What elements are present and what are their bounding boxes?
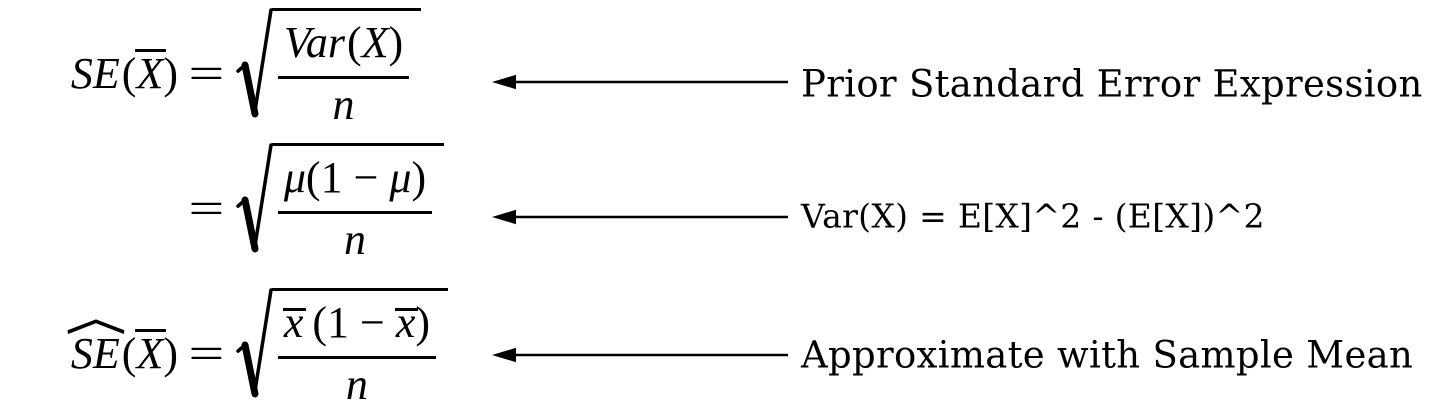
open-paren: (	[305, 152, 321, 202]
se-hat-wrap: SE	[67, 319, 125, 379]
square-root: x ( 1 − x ) n	[235, 288, 449, 411]
equation-row-variance-substitution: = μ ( 1 − μ )	[0, 140, 445, 268]
equals-sign: =	[188, 183, 225, 233]
mu-variable: μ	[389, 152, 412, 202]
n-variable: n	[343, 214, 366, 264]
open-paren: (	[121, 329, 137, 378]
lhs-se-hat-xbar: SE ( X )	[0, 319, 178, 379]
fraction: Var ( X ) n	[277, 18, 410, 131]
close-paren: )	[415, 298, 431, 348]
radicand: Var ( X ) n	[271, 7, 422, 131]
open-paren: (	[312, 298, 328, 348]
n-variable: n	[332, 79, 355, 129]
minus-sign: −	[360, 298, 385, 348]
numerator-var-x: Var ( X )	[278, 18, 409, 76]
x-variable: X	[136, 329, 164, 378]
x-bar: X	[135, 48, 167, 99]
denominator-n: n	[277, 210, 433, 266]
left-arrow-icon	[490, 208, 790, 226]
x-bar-lowercase: x	[282, 298, 306, 349]
square-root: Var ( X ) n	[235, 7, 422, 131]
x-bar: X	[135, 328, 167, 379]
lhs-se-xbar: SE ( X )	[0, 48, 178, 99]
equals-sign: =	[188, 48, 225, 98]
radicand: x ( 1 − x ) n	[271, 288, 449, 411]
radical-sign-icon	[235, 8, 273, 130]
close-paren: )	[411, 152, 427, 202]
close-paren: )	[388, 17, 404, 67]
x-bar-lowercase: x	[394, 298, 418, 349]
se-function-label: SE	[70, 48, 120, 98]
annotation-sample-mean: Approximate with Sample Mean	[801, 333, 1414, 377]
n-variable: n	[345, 360, 368, 409]
open-paren: (	[121, 48, 137, 98]
numerator-mu-one-minus-mu: μ ( 1 − μ )	[278, 153, 432, 211]
denominator-n: n	[277, 356, 437, 411]
radical-sign-icon	[235, 288, 273, 410]
se-function-label: SE	[70, 329, 120, 378]
radicand: μ ( 1 − μ ) n	[271, 142, 445, 266]
x-variable: X	[136, 48, 164, 98]
close-paren: )	[163, 48, 178, 98]
left-arrow-icon	[490, 73, 790, 91]
minus-sign: −	[353, 152, 379, 202]
fraction: μ ( 1 − μ ) n	[277, 153, 433, 266]
square-root: μ ( 1 − μ ) n	[235, 142, 445, 266]
fraction: x ( 1 − x ) n	[277, 298, 437, 411]
equation-row-prior-se: SE ( X ) = Var ( X )	[0, 0, 422, 138]
equation-row-sample-estimate: SE ( X ) = x ( 1 −	[0, 282, 449, 417]
open-paren: (	[346, 17, 362, 67]
x-variable: X	[361, 17, 389, 67]
annotation-prior-se: Prior Standard Error Expression	[801, 62, 1423, 106]
hat-accent-icon	[67, 319, 125, 334]
equals-sign: =	[188, 329, 225, 378]
x-variable: x	[283, 298, 304, 348]
numerator-xbar-one-minus-xbar: x ( 1 − x )	[278, 298, 436, 356]
annotation-variance-identity: Var(X) = E[X]^2 - (E[X])^2	[801, 196, 1265, 236]
left-arrow-icon	[490, 346, 790, 364]
mu-variable: μ	[283, 152, 306, 202]
var-function-label: Var	[283, 17, 345, 67]
one-literal: 1	[327, 298, 350, 348]
x-variable: x	[395, 298, 416, 348]
one-literal: 1	[320, 152, 343, 202]
denominator-n: n	[277, 75, 410, 131]
radical-sign-icon	[235, 143, 273, 265]
close-paren: )	[163, 329, 178, 378]
